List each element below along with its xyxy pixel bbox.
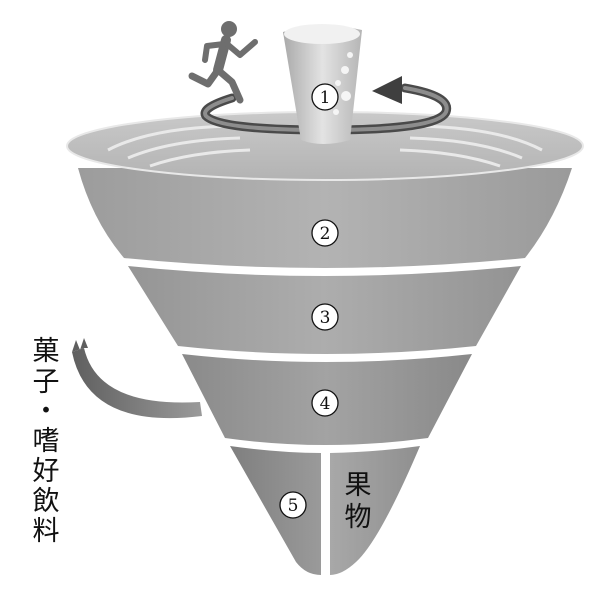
fruit-label: 果 物 <box>345 470 372 533</box>
fruit-segment <box>330 446 420 575</box>
svg-text:2: 2 <box>320 224 331 244</box>
confectionery-char-4: 嗜 <box>33 426 60 457</box>
fruit-label-char-1: 果 <box>345 470 372 501</box>
svg-text:5: 5 <box>288 496 299 516</box>
marker-2: 2 <box>311 219 339 247</box>
confectionery-char-1: 菓 <box>33 336 60 367</box>
confectionery-char-5: 好 <box>33 456 60 487</box>
svg-text:1: 1 <box>320 88 331 108</box>
marker-5: 5 <box>279 491 307 519</box>
fruit-label-char-2: 物 <box>345 502 372 533</box>
marker-3: 3 <box>311 303 339 331</box>
svg-text:4: 4 <box>320 394 331 414</box>
confectionery-char-3: ・ <box>33 396 60 427</box>
svg-text:3: 3 <box>320 308 331 328</box>
confectionery-arrow <box>72 338 202 419</box>
confectionery-label: 菓 子 ・ 嗜 好 飲 料 <box>33 336 60 547</box>
confectionery-char-7: 料 <box>33 516 60 547</box>
marker-1: 1 <box>311 83 339 111</box>
marker-4: 4 <box>311 389 339 417</box>
confectionery-char-6: 飲 <box>33 486 60 517</box>
runner-icon <box>188 21 258 104</box>
tier-2-band <box>78 168 572 268</box>
tier-5-band <box>230 446 321 575</box>
confectionery-char-2: 子 <box>33 367 60 398</box>
ripples <box>107 124 543 168</box>
